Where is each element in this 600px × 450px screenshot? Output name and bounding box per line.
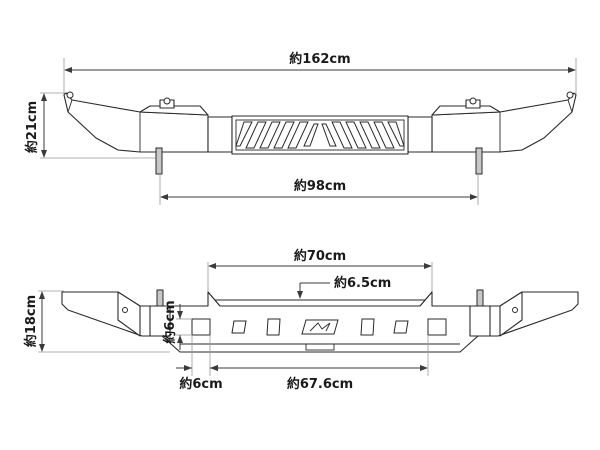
- center-logo-badge: [301, 319, 339, 335]
- right-mount-post: [475, 147, 483, 175]
- front-view: 約70cm 約6.5cm 約18cm: [23, 248, 579, 392]
- hole-spacing-label: 約67.6cm: [287, 376, 353, 392]
- right-end-plate: [499, 291, 523, 337]
- overall-width-label: 約162cm: [289, 51, 350, 67]
- step-slots: [235, 121, 405, 149]
- center-width-label: 約70cm: [294, 248, 346, 264]
- front-height-label: 約18cm: [23, 295, 39, 347]
- recess-depth-dimension: 約6.5cm: [297, 275, 391, 299]
- front-height-dimension: 約18cm: [23, 290, 170, 353]
- left-square-hole: [191, 318, 211, 336]
- top-height-dimension: 約21cm: [24, 92, 160, 159]
- left-end-plate: [117, 291, 141, 337]
- top-view: 約162cm 約21cm: [24, 51, 577, 205]
- overall-width-dimension: 約162cm: [63, 51, 577, 95]
- hole-height-label: 約6cm: [162, 300, 178, 343]
- step-width-dimension: 約98cm: [159, 174, 479, 205]
- hole-spacing-dimension: 約67.6cm: [210, 335, 429, 392]
- hole-height-dimension: 約6cm: [162, 300, 192, 350]
- recess-depth-label: 約6.5cm: [334, 275, 391, 291]
- center-width-dimension: 約70cm: [207, 248, 433, 295]
- bumper-top-outline: [63, 91, 577, 175]
- left-mount-post: [155, 147, 163, 175]
- front-panel-holes: [191, 318, 447, 336]
- step-width-label: 約98cm: [294, 178, 346, 194]
- hole-width-label: 約6cm: [179, 376, 222, 392]
- right-square-hole: [427, 318, 447, 336]
- top-height-label: 約21cm: [24, 101, 40, 153]
